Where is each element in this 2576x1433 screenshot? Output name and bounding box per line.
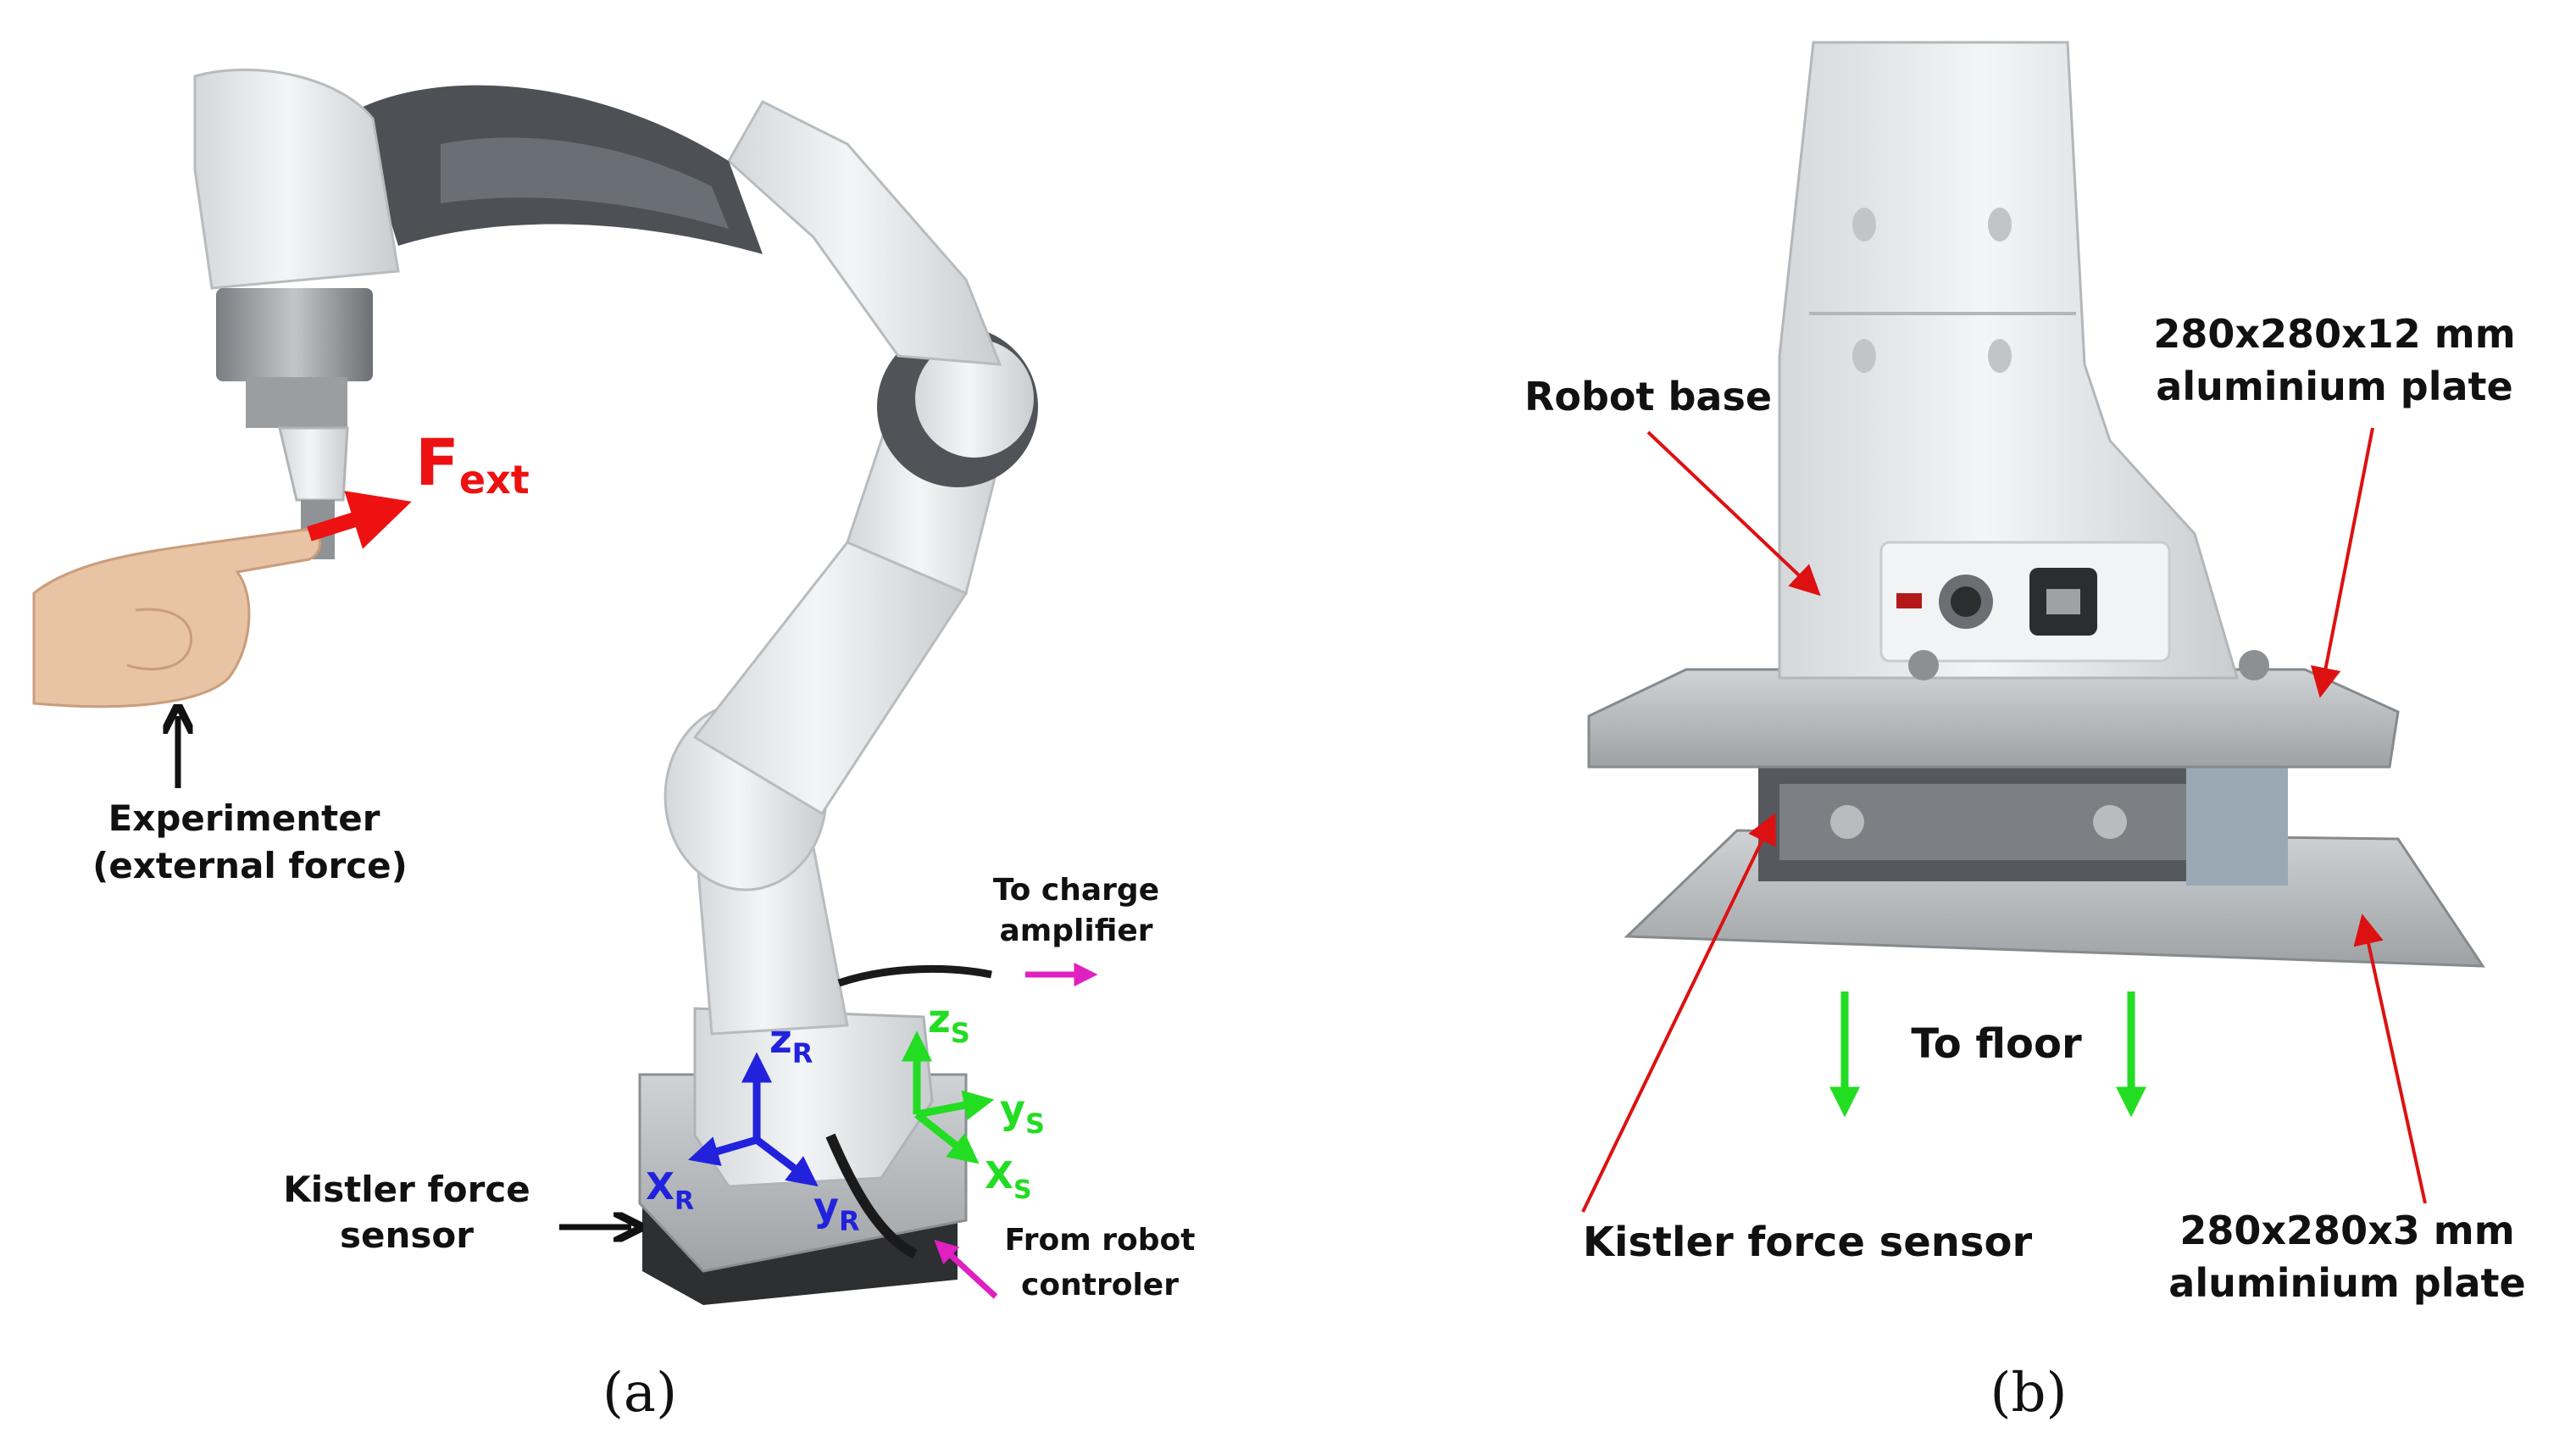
robot-frame: zR XR yR (646, 1016, 860, 1237)
robot-frame-y-label: yR (813, 1184, 860, 1237)
robot-frame-x-label: XR (646, 1165, 694, 1216)
external-force-arrow (307, 491, 412, 549)
kistler-label-a-line1: Kistler force (283, 1169, 530, 1210)
sensor-frame-x-axis (914, 1111, 980, 1164)
robot-arm-illustration (193, 68, 1038, 1305)
top-plate-pointer (2310, 427, 2374, 698)
force-label: Fext (415, 425, 530, 503)
robot-base-pointer (1646, 430, 1821, 597)
bottom-plate-pointer (2353, 914, 2427, 1204)
bottom-plate-label-line1: 280x280x3 mm (2179, 1208, 2514, 1253)
experimenter-label-line2: (external force) (92, 845, 408, 886)
experimenter-label-line1: Experimenter (108, 797, 380, 839)
kistler-label-b: Kistler force sensor (1583, 1219, 2033, 1266)
top-plate-b (1587, 668, 2400, 769)
sensor-frame-y-label: yS (1000, 1086, 1045, 1140)
charge-label-line2: amplifier (999, 914, 1152, 948)
bottom-plate-label-line2: aluminium plate (2168, 1260, 2525, 1306)
kistler-pointer-b (1581, 813, 1776, 1213)
force-label-sub: ext (459, 457, 530, 503)
robot-base-label: Robot base (1524, 374, 1772, 419)
controller-cable (825, 1133, 918, 1259)
sensor-frame: zS yS XS (902, 996, 1045, 1205)
force-label-main: F (415, 425, 459, 500)
robot-base-closeup (1587, 41, 2485, 968)
sensor-frame-z-label: zS (928, 996, 970, 1049)
top-plate-label-line1: 280x280x12 mm (2153, 311, 2515, 357)
to-floor-label: To floor (1911, 1020, 2082, 1068)
kistler-label-a-line2: sensor (340, 1214, 474, 1256)
robot-frame-y-axis (754, 1136, 819, 1187)
robot-link-4 (727, 100, 1002, 366)
caption-a: (a) (602, 1362, 677, 1425)
controller-label-line1: From robot (1004, 1223, 1195, 1258)
robot-end-effector (278, 426, 349, 502)
robot-shoulder (193, 68, 400, 290)
sensor-frame-y-axis (916, 1090, 995, 1120)
robot-frame-x-axis (688, 1136, 758, 1166)
controller-label-line2: controler (1021, 1268, 1179, 1302)
caption-b: (b) (1990, 1362, 2068, 1425)
charge-cable (837, 964, 992, 987)
controller-arrow (934, 1239, 998, 1299)
top-plate-label-line2: aluminium plate (2156, 364, 2512, 409)
robot-flange (216, 288, 373, 381)
charge-label-line1: To charge (993, 873, 1159, 908)
robot-frame-z-label: zR (769, 1016, 813, 1069)
experimenter-hand (32, 528, 322, 708)
sensor-frame-x-label: XS (985, 1154, 1032, 1205)
